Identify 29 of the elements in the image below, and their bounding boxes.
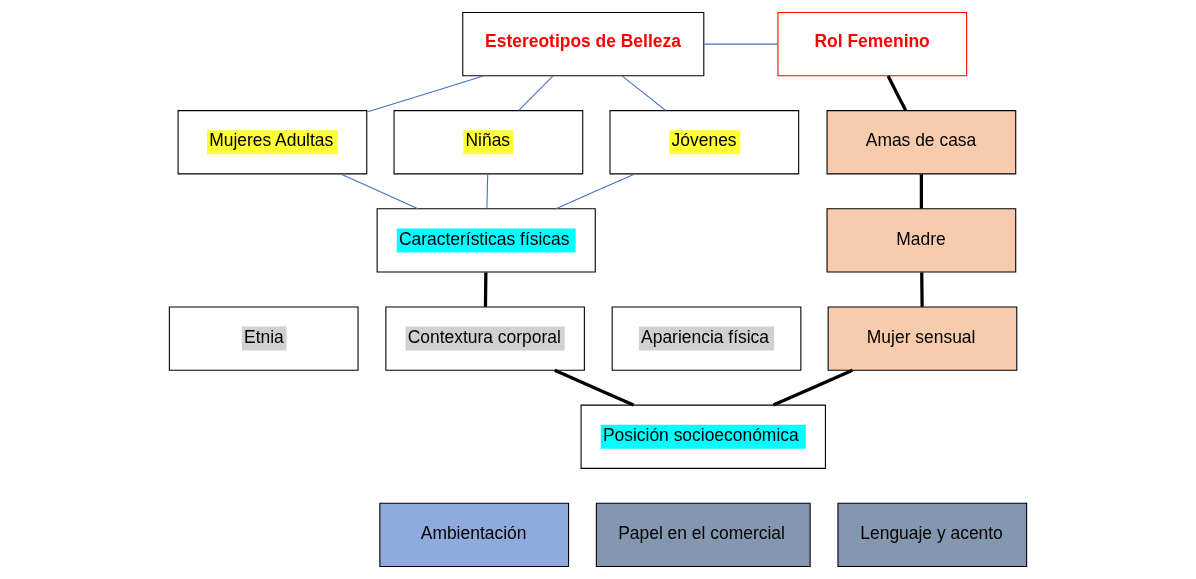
node-box: Mujeres Adultas bbox=[177, 110, 368, 175]
node-box: Contextura corporal bbox=[385, 306, 585, 371]
node-box: Amas de casa bbox=[826, 110, 1017, 175]
connector bbox=[886, 75, 908, 112]
connector bbox=[554, 368, 635, 407]
node-box: Madre bbox=[826, 208, 1017, 273]
node-box: Mujer sensual bbox=[827, 306, 1018, 371]
node-box: Niñas bbox=[393, 110, 584, 175]
connector bbox=[555, 173, 636, 210]
connector bbox=[366, 75, 485, 113]
connector bbox=[621, 75, 667, 112]
node-box: Jóvenes bbox=[609, 110, 800, 175]
node-box: Ambientación bbox=[379, 502, 570, 568]
node-box: Características físicas bbox=[376, 208, 596, 273]
node-box: Lenguaje y acento bbox=[837, 502, 1028, 568]
connector bbox=[920, 272, 924, 307]
connector bbox=[919, 174, 924, 209]
connector bbox=[772, 368, 854, 407]
connector bbox=[518, 75, 554, 111]
node-box: Estereotipos de Belleza bbox=[462, 11, 705, 77]
node-box: Posición socioeconómica bbox=[580, 404, 826, 469]
connector bbox=[486, 173, 489, 210]
node-box: Apariencia física bbox=[611, 306, 802, 371]
connector bbox=[483, 272, 488, 307]
node-box: Rol Femenino bbox=[777, 11, 968, 77]
connector bbox=[703, 43, 779, 45]
node-box: Etnia bbox=[168, 306, 359, 371]
connector bbox=[340, 173, 419, 210]
node-box: Papel en el comercial bbox=[595, 502, 811, 568]
